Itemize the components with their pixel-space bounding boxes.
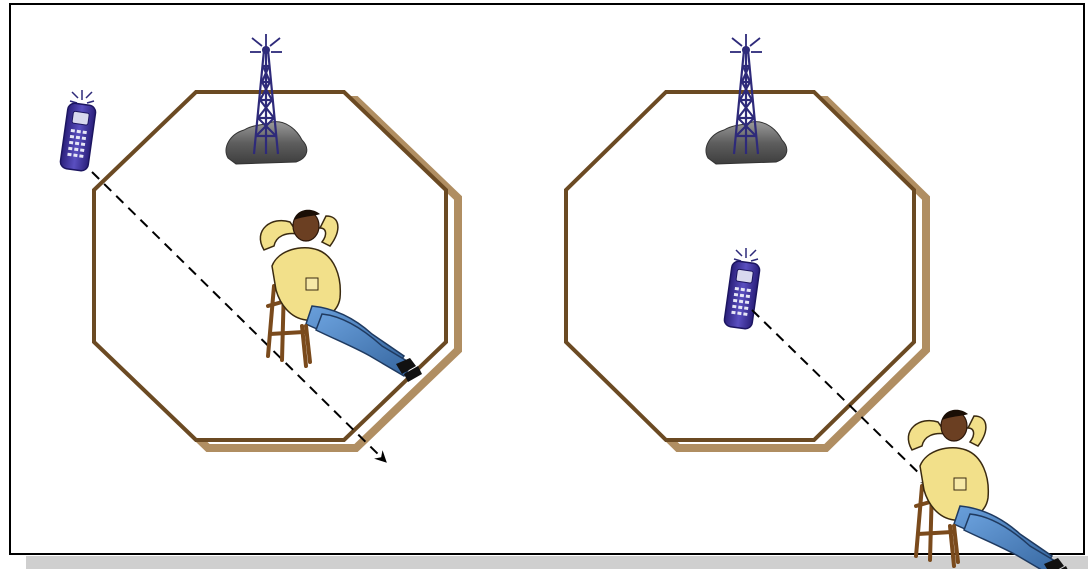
diagram-svg xyxy=(0,0,1088,569)
diagram-canvas xyxy=(0,0,1088,569)
